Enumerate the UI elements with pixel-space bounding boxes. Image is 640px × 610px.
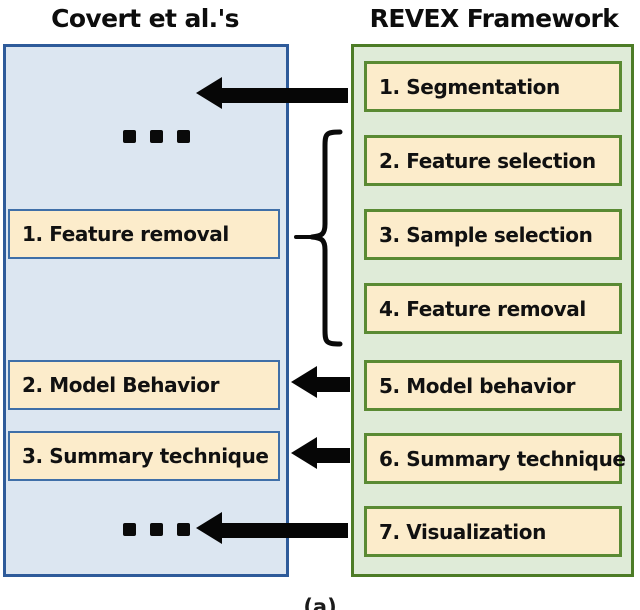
revex-panel: 1. Segmentation 2. Feature selection 3. …: [351, 44, 634, 577]
arrow-visualization-to-ellipsis: [196, 512, 348, 544]
column-title-revex: REVEX Framework: [369, 4, 619, 33]
curly-brace-feature-removal: [292, 128, 348, 348]
ellipsis-dot: [177, 130, 190, 143]
ellipsis-dot: [177, 523, 190, 536]
revex-step-7-label: 7. Visualization: [379, 519, 546, 544]
covert-top-ellipsis: [123, 130, 190, 143]
revex-step-2-label: 2. Feature selection: [379, 148, 596, 173]
covert-step-1-feature-removal[interactable]: 1. Feature removal: [8, 209, 280, 259]
revex-step-1-label: 1. Segmentation: [379, 74, 560, 99]
ellipsis-dot: [123, 523, 136, 536]
revex-step-7-visualization[interactable]: 7. Visualization: [364, 506, 622, 557]
ellipsis-dot: [123, 130, 136, 143]
figure-caption: (a): [303, 595, 337, 610]
revex-step-3-sample-selection[interactable]: 3. Sample selection: [364, 209, 622, 260]
covert-step-2-model-behavior[interactable]: 2. Model Behavior: [8, 360, 280, 410]
arrow-model-behavior: [291, 366, 350, 398]
revex-step-2-feature-selection[interactable]: 2. Feature selection: [364, 135, 622, 186]
covert-panel: 1. Feature removal 2. Model Behavior 3. …: [3, 44, 289, 577]
revex-step-1-segmentation[interactable]: 1. Segmentation: [364, 61, 622, 112]
arrow-segmentation-to-ellipsis: [196, 77, 348, 109]
ellipsis-dot: [150, 130, 163, 143]
covert-step-3-label: 3. Summary technique: [22, 444, 269, 468]
arrow-summary-technique: [291, 437, 350, 469]
ellipsis-dot: [150, 523, 163, 536]
revex-step-3-label: 3. Sample selection: [379, 222, 593, 247]
covert-step-3-summary-technique[interactable]: 3. Summary technique: [8, 431, 280, 481]
column-title-covert: Covert et al.'s: [51, 4, 239, 33]
revex-step-5-label: 5. Model behavior: [379, 373, 576, 398]
revex-step-4-feature-removal[interactable]: 4. Feature removal: [364, 283, 622, 334]
revex-step-6-summary-technique[interactable]: 6. Summary technique: [364, 433, 626, 484]
covert-bottom-ellipsis: [123, 523, 190, 536]
revex-step-5-model-behavior[interactable]: 5. Model behavior: [364, 360, 622, 411]
revex-step-6-label: 6. Summary technique: [379, 446, 626, 471]
covert-step-1-label: 1. Feature removal: [22, 222, 229, 246]
covert-step-2-label: 2. Model Behavior: [22, 373, 220, 397]
revex-step-4-label: 4. Feature removal: [379, 296, 586, 321]
